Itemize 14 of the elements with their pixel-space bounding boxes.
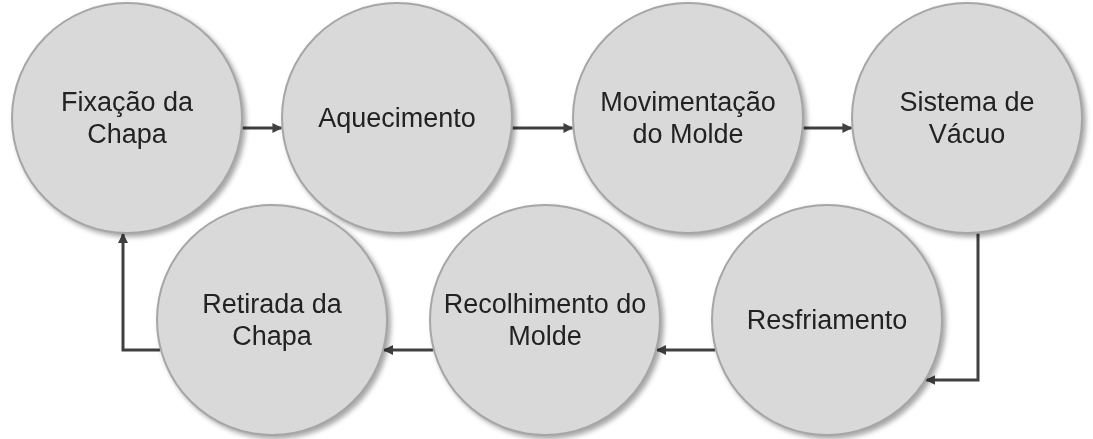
arrow [512,123,574,133]
step-label: Aquecimento [317,101,477,135]
step-label: Fixação da Chapa [59,85,195,151]
arrow [383,345,433,355]
step-label: Recolhimento do Molde [442,287,648,353]
arrow [656,345,715,355]
arrow [118,232,160,352]
step-label: Movimentação do Molde [599,85,777,151]
step-label: Sistema de Vácuo [898,85,1036,151]
step-label: Retirada da Chapa [201,287,343,353]
step-label: Resfriamento [745,303,909,337]
arrow [803,123,853,133]
arrow [925,233,980,385]
arrow [242,123,283,133]
